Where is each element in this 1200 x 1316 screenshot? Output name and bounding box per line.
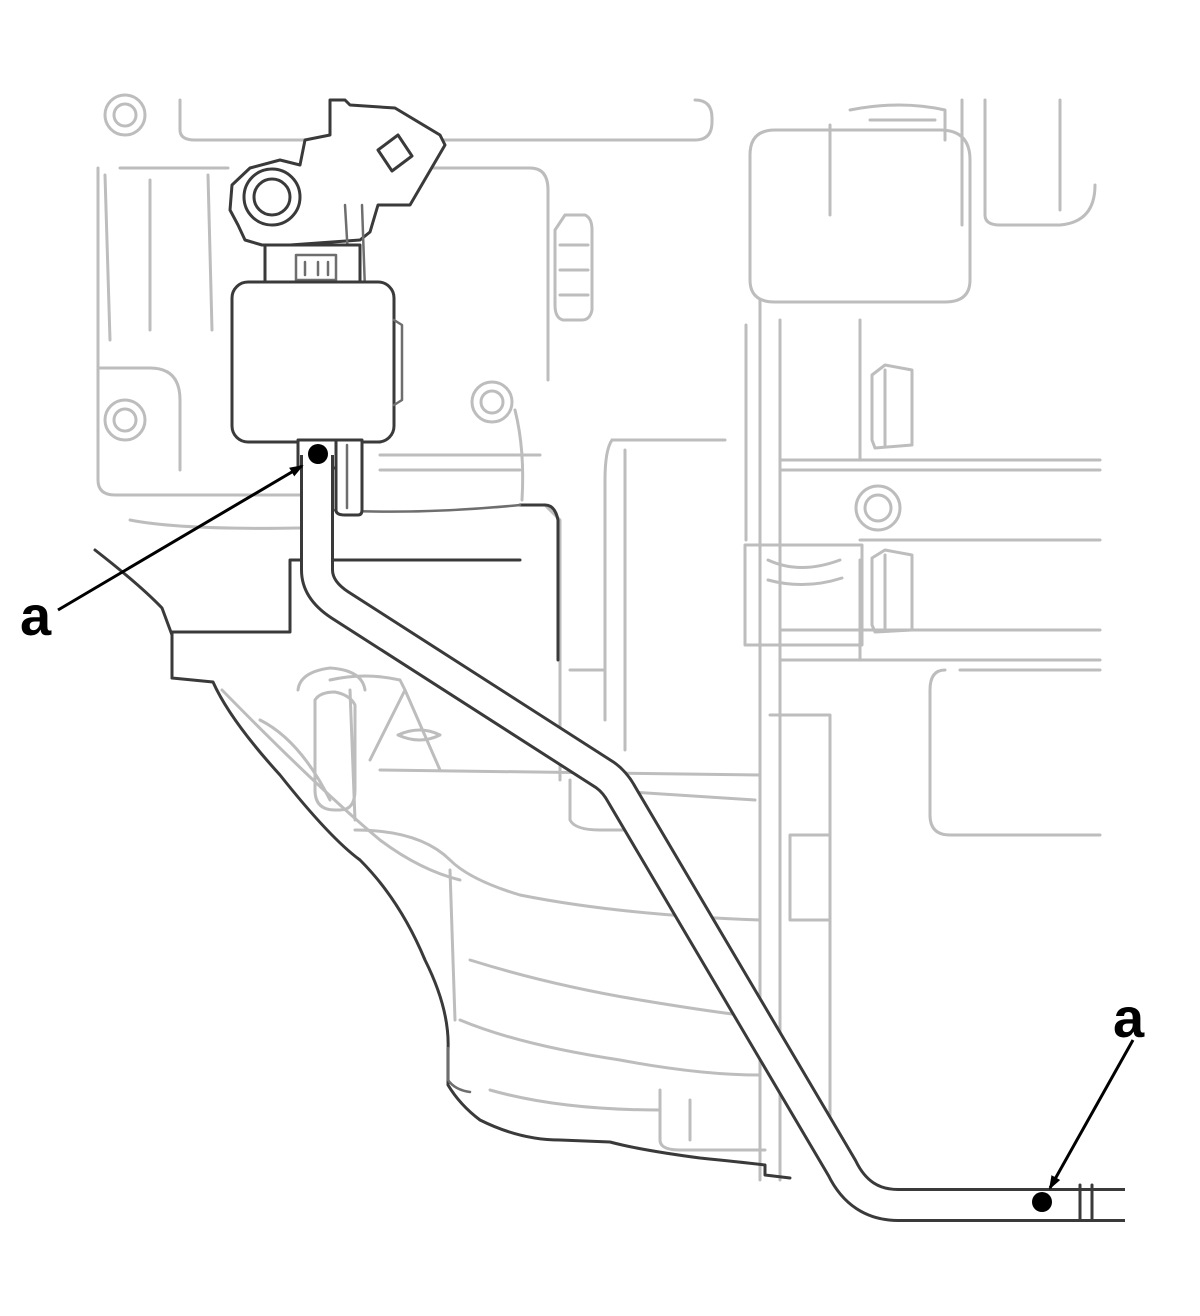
callout-marks — [57, 444, 1135, 1212]
callout-label-left: a — [20, 584, 52, 647]
callout-label-right: a — [1113, 986, 1145, 1049]
leader-line-left — [57, 464, 304, 612]
sensor-wire-harness — [300, 455, 1125, 1222]
transaxle-housing-outline — [93, 503, 792, 1180]
engine-block-background — [96, 93, 1102, 1182]
leader-line-right — [1048, 1039, 1135, 1190]
sensor-bracket — [228, 98, 447, 292]
measurement-point-lower — [1032, 1192, 1052, 1212]
sensor-body — [230, 280, 404, 517]
measurement-point-upper — [308, 444, 328, 464]
